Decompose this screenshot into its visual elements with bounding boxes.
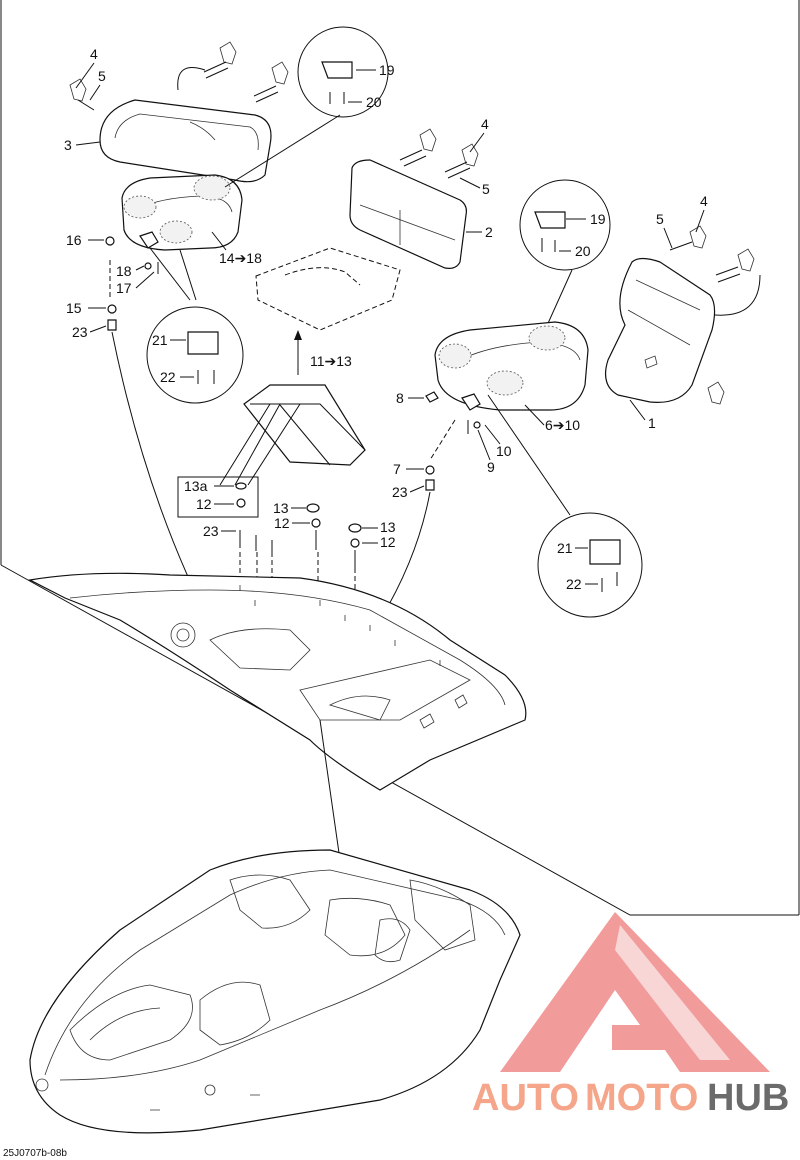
callout-22a: 22 xyxy=(160,369,176,385)
callout-1: 1 xyxy=(648,415,656,431)
detail-circle-19-20-right xyxy=(519,179,611,271)
callout-16: 16 xyxy=(66,232,82,248)
seat-14-18 xyxy=(121,174,243,251)
callout-17: 17 xyxy=(116,280,132,296)
callout-13a: 13a xyxy=(184,478,208,494)
callout-2: 2 xyxy=(485,224,493,240)
callout-23a: 23 xyxy=(72,324,88,340)
callout-4b: 4 xyxy=(481,116,489,132)
callout-19a: 19 xyxy=(379,62,395,78)
callout-19b: 19 xyxy=(590,211,606,227)
backrest-3 xyxy=(99,99,272,183)
clip-hardware-group-top-left xyxy=(69,41,289,111)
callout-21a: 21 xyxy=(152,332,168,348)
leader-detail-right-bottom xyxy=(487,394,571,516)
callout-10: 10 xyxy=(496,443,512,459)
callout-23b: 23 xyxy=(392,484,408,500)
boat-deck-closeup xyxy=(28,572,527,791)
callout-13b: 13 xyxy=(380,519,396,535)
callout-20a: 20 xyxy=(366,94,382,110)
cushion-11-13 xyxy=(219,384,366,486)
callout-5c: 5 xyxy=(656,211,664,227)
leader-detail-top xyxy=(224,114,341,188)
callout-11-13: 11➔13 xyxy=(310,353,352,369)
callout-18: 18 xyxy=(116,263,132,279)
leader-detail-left xyxy=(149,247,197,301)
detail-bracket-top xyxy=(321,61,353,104)
callout-7: 7 xyxy=(393,461,401,477)
detail-bracket-right xyxy=(534,211,566,252)
detail-block-left xyxy=(187,331,219,384)
clip-hardware-group-right xyxy=(669,225,761,405)
diagram-code: 25J0707b-08b xyxy=(3,1148,67,1159)
detail-block-right xyxy=(589,539,621,592)
callout-12a: 12 xyxy=(196,496,212,512)
backrest-2 xyxy=(349,159,467,269)
callout-22b: 22 xyxy=(566,576,582,592)
automotohub-logo-icon xyxy=(500,912,770,1072)
detail-circle-21-22-left xyxy=(146,306,244,404)
callout-4a: 4 xyxy=(90,46,98,62)
leader-detail-right-top xyxy=(544,269,573,331)
callout-8: 8 xyxy=(396,390,404,406)
detail-circle-19-20-top xyxy=(297,26,389,118)
callout-3: 3 xyxy=(64,137,72,153)
watermark-text-1: AUTO xyxy=(472,1077,579,1119)
boat-overview xyxy=(29,849,521,1134)
detail-circle-21-22-right xyxy=(537,512,643,618)
legend-box-13a-12 xyxy=(177,476,259,518)
hardware-stack-right xyxy=(319,391,481,701)
frame-diagonal-edge xyxy=(0,564,799,916)
callout-5a: 5 xyxy=(98,68,106,84)
watermark-text-3: HUB xyxy=(707,1077,789,1119)
callout-4c: 4 xyxy=(700,193,708,209)
callout-5b: 5 xyxy=(482,181,490,197)
callout-23c: 23 xyxy=(203,523,219,539)
callout-6-10: 6➔10 xyxy=(545,417,580,433)
seat-6-10 xyxy=(434,321,589,411)
callout-9: 9 xyxy=(487,459,495,475)
callout-13: 13 xyxy=(273,500,289,516)
callout-12b: 12 xyxy=(274,515,290,531)
callout-15: 15 xyxy=(66,300,82,316)
callout-21b: 21 xyxy=(557,540,573,556)
watermark-text-2: MOTO xyxy=(585,1077,698,1119)
callout-20b: 20 xyxy=(575,243,591,259)
callout-14-18: 14➔18 xyxy=(219,250,262,266)
arrow-down-boat xyxy=(319,719,341,861)
cushion-outline-dashed xyxy=(255,247,401,331)
clip-hardware-group-top-center xyxy=(399,128,479,179)
backrest-1 xyxy=(605,257,716,403)
callout-12c: 12 xyxy=(380,534,396,550)
